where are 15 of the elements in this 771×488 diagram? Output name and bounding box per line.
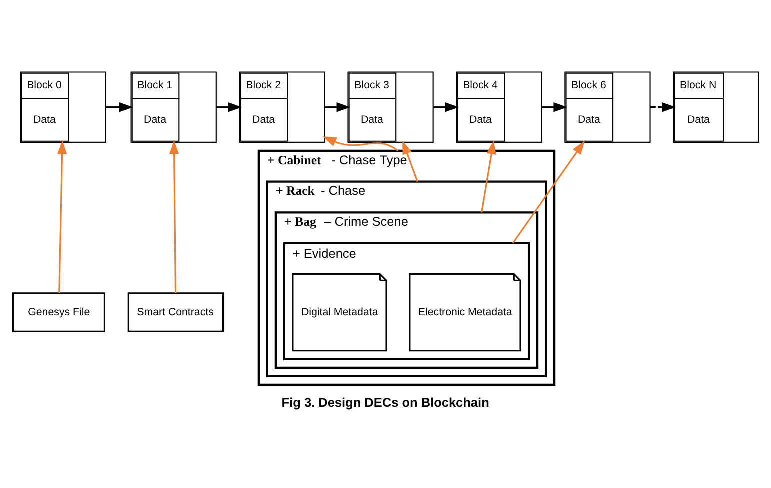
arrow bbox=[216, 102, 242, 112]
arrow bbox=[512, 140, 584, 244]
arrow bbox=[650, 102, 676, 112]
node-box: Genesys File bbox=[12, 292, 106, 333]
arrow bbox=[433, 102, 459, 112]
arrow bbox=[402, 140, 418, 182]
node-box: Smart Contracts bbox=[127, 292, 224, 333]
caption: Fig 3. Design DECs on Blockchain bbox=[281, 394, 489, 410]
arrow bbox=[480, 140, 496, 213]
arrow bbox=[106, 102, 133, 112]
arrow bbox=[56, 140, 67, 294]
arrow bbox=[322, 136, 398, 152]
arrow bbox=[168, 140, 179, 294]
arrow bbox=[542, 102, 568, 112]
arrow bbox=[324, 102, 350, 112]
